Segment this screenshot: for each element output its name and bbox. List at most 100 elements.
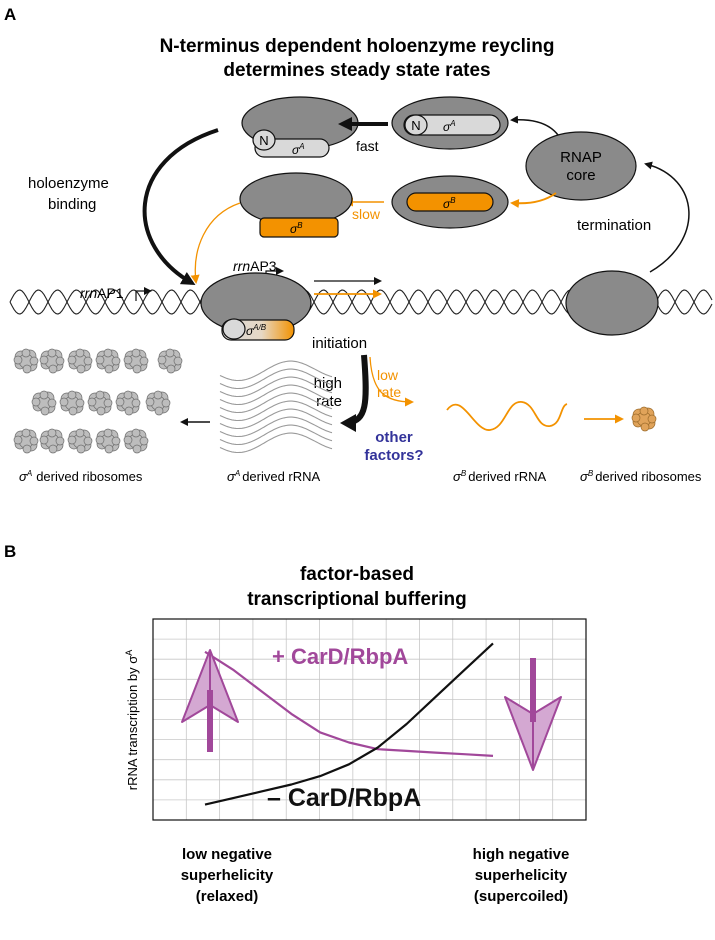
panel-a-title-line2: determines steady state rates: [223, 60, 490, 81]
x-right-label-line3: (supercoiled): [474, 888, 568, 905]
sigma-b-subunit: [406, 192, 494, 212]
rnap-core-ellipse: [525, 131, 637, 201]
plus-cardrbpa-label: + CarD/RbpA: [272, 644, 408, 669]
panel-b-title-line2: transcriptional buffering: [247, 589, 467, 610]
sigma-a-rrna-strand: [219, 392, 333, 414]
minus-cardrbpa-label: – CarD/RbpA: [267, 784, 421, 812]
sigma-a-rrna-strand: [219, 432, 333, 454]
termination-arrow: [644, 161, 690, 273]
ribosome-icon: [157, 348, 183, 374]
ribosome-icon: [145, 390, 171, 416]
holoenzyme-binding-label-line2: binding: [48, 196, 96, 213]
promoter-rrnap3-label: rrnAP3: [233, 258, 277, 274]
sigma-a-rrna-strand: [219, 368, 333, 390]
sigma-a-rrna-strand: [219, 424, 333, 446]
ribosome-icon: [59, 390, 85, 416]
ribosome-icon: [87, 390, 113, 416]
series-plus-cardrbpa-line: [204, 650, 494, 757]
n-terminus-label: N: [259, 133, 268, 148]
x-left-label-line2: superhelicity: [181, 867, 274, 884]
n-terminus-marker: [404, 114, 428, 136]
ribosome-icon: [123, 348, 149, 374]
n-terminus-label: N: [411, 118, 420, 133]
ribosome-icon: [115, 390, 141, 416]
initiation-label: initiation: [312, 335, 367, 352]
termination-label: termination: [577, 217, 651, 234]
low-rate-arrow: [369, 356, 414, 407]
buffering-plot: [152, 618, 587, 821]
holoenzyme-sigma-b-right: σB: [391, 175, 509, 229]
sigma-a-rrna-strand: [219, 408, 333, 430]
low-rate-label-line1: low: [377, 367, 399, 383]
other-factors-label-line1: other: [375, 429, 413, 446]
plot-frame: [152, 618, 587, 821]
promoter-rrnap1-label: rrnAP1: [80, 285, 124, 301]
ribosome-icon: [67, 428, 93, 454]
holoenzyme-sigma-a-left: N σA: [241, 96, 359, 158]
sigma-b-subunit: [259, 217, 339, 238]
panel-b-title-line1: factor-based: [300, 564, 414, 585]
rnap-core-label-line1: RNAP: [560, 149, 602, 166]
rnap-ellipse: [239, 172, 353, 226]
holoenzyme-binding-label-line1: holoenzyme: [28, 175, 109, 192]
high-rate-arrowhead: [340, 414, 356, 432]
sigma-b-label: σB: [443, 196, 456, 211]
sigma-a-rrna-strand: [219, 416, 333, 438]
slow-label: slow: [352, 206, 381, 222]
sigma-a-rrna-strand: [219, 384, 333, 406]
x-right-label-line1: high negative: [473, 846, 570, 863]
ribosome-icon: [95, 428, 121, 454]
sigma-a-subunit: [403, 114, 501, 136]
plot-grid: [153, 619, 586, 820]
sigma-a-rrna-strand: [219, 400, 333, 422]
plot-series: [204, 642, 494, 806]
n-terminus-marker: [222, 318, 246, 340]
other-factors-label-line2: factors?: [364, 447, 423, 464]
sigma-b-binding-arrow: [190, 202, 241, 284]
sigma-a-ribosomes-grid: [13, 348, 183, 454]
sigma-a-label: σA: [292, 142, 305, 157]
increase-arrow: [181, 649, 239, 752]
ribosome-icon: [13, 348, 39, 374]
ribosome-icon: [67, 348, 93, 374]
sigma-b-ribosome: [631, 406, 657, 432]
holoenzyme-initiating: σA/B: [200, 272, 312, 341]
core-to-sigma-a-arrow: [510, 115, 559, 136]
sigma-a-rrna-strand: [219, 360, 333, 382]
high-rate-arrow: [347, 354, 369, 426]
y-axis-label: rRNA transcription by σA: [124, 650, 140, 790]
x-left-label-line1: low negative: [182, 846, 272, 863]
sigma-a-rrna-strand: [219, 376, 333, 398]
x-left-label-line3: (relaxed): [196, 888, 259, 905]
rnap-terminating: [565, 270, 659, 336]
ribosome-icon: [13, 428, 39, 454]
core-to-sigma-b-arrow: [510, 192, 557, 208]
fast-label: fast: [356, 138, 379, 154]
low-rate-label-line2: rate: [377, 384, 401, 400]
ribosome-icon: [39, 348, 65, 374]
holoenzyme-sigma-a-right: N σA: [391, 96, 509, 150]
promoter-rrnap3: rrnAP3: [233, 258, 284, 281]
rnap-core-label-line2: core: [566, 167, 595, 184]
n-terminus-marker: [252, 129, 276, 151]
promoter-rrnap1: rrnAP1: [80, 285, 152, 301]
promoter-rrnap1-arrow: [135, 287, 152, 301]
x-right-label-line2: superhelicity: [475, 867, 568, 884]
sigma-b-label: σB: [290, 221, 303, 236]
holoenzyme-binding-arrow: [142, 128, 219, 285]
ribosome-icon: [123, 428, 149, 454]
sigma-a-label: σA: [443, 119, 456, 134]
sigma-b-rrna: [446, 401, 568, 431]
panel-b-label: B: [4, 542, 16, 561]
ribosome-icon: [39, 428, 65, 454]
holoenzyme-sigma-b-left: σB: [239, 172, 353, 238]
ribosome-icon: [631, 406, 657, 432]
series-minus-cardrbpa-line: [204, 642, 494, 806]
sigma-ab-label: σA/B: [246, 323, 267, 338]
panel-a-title-line1: N-terminus dependent holoenzyme reycling: [160, 36, 555, 57]
